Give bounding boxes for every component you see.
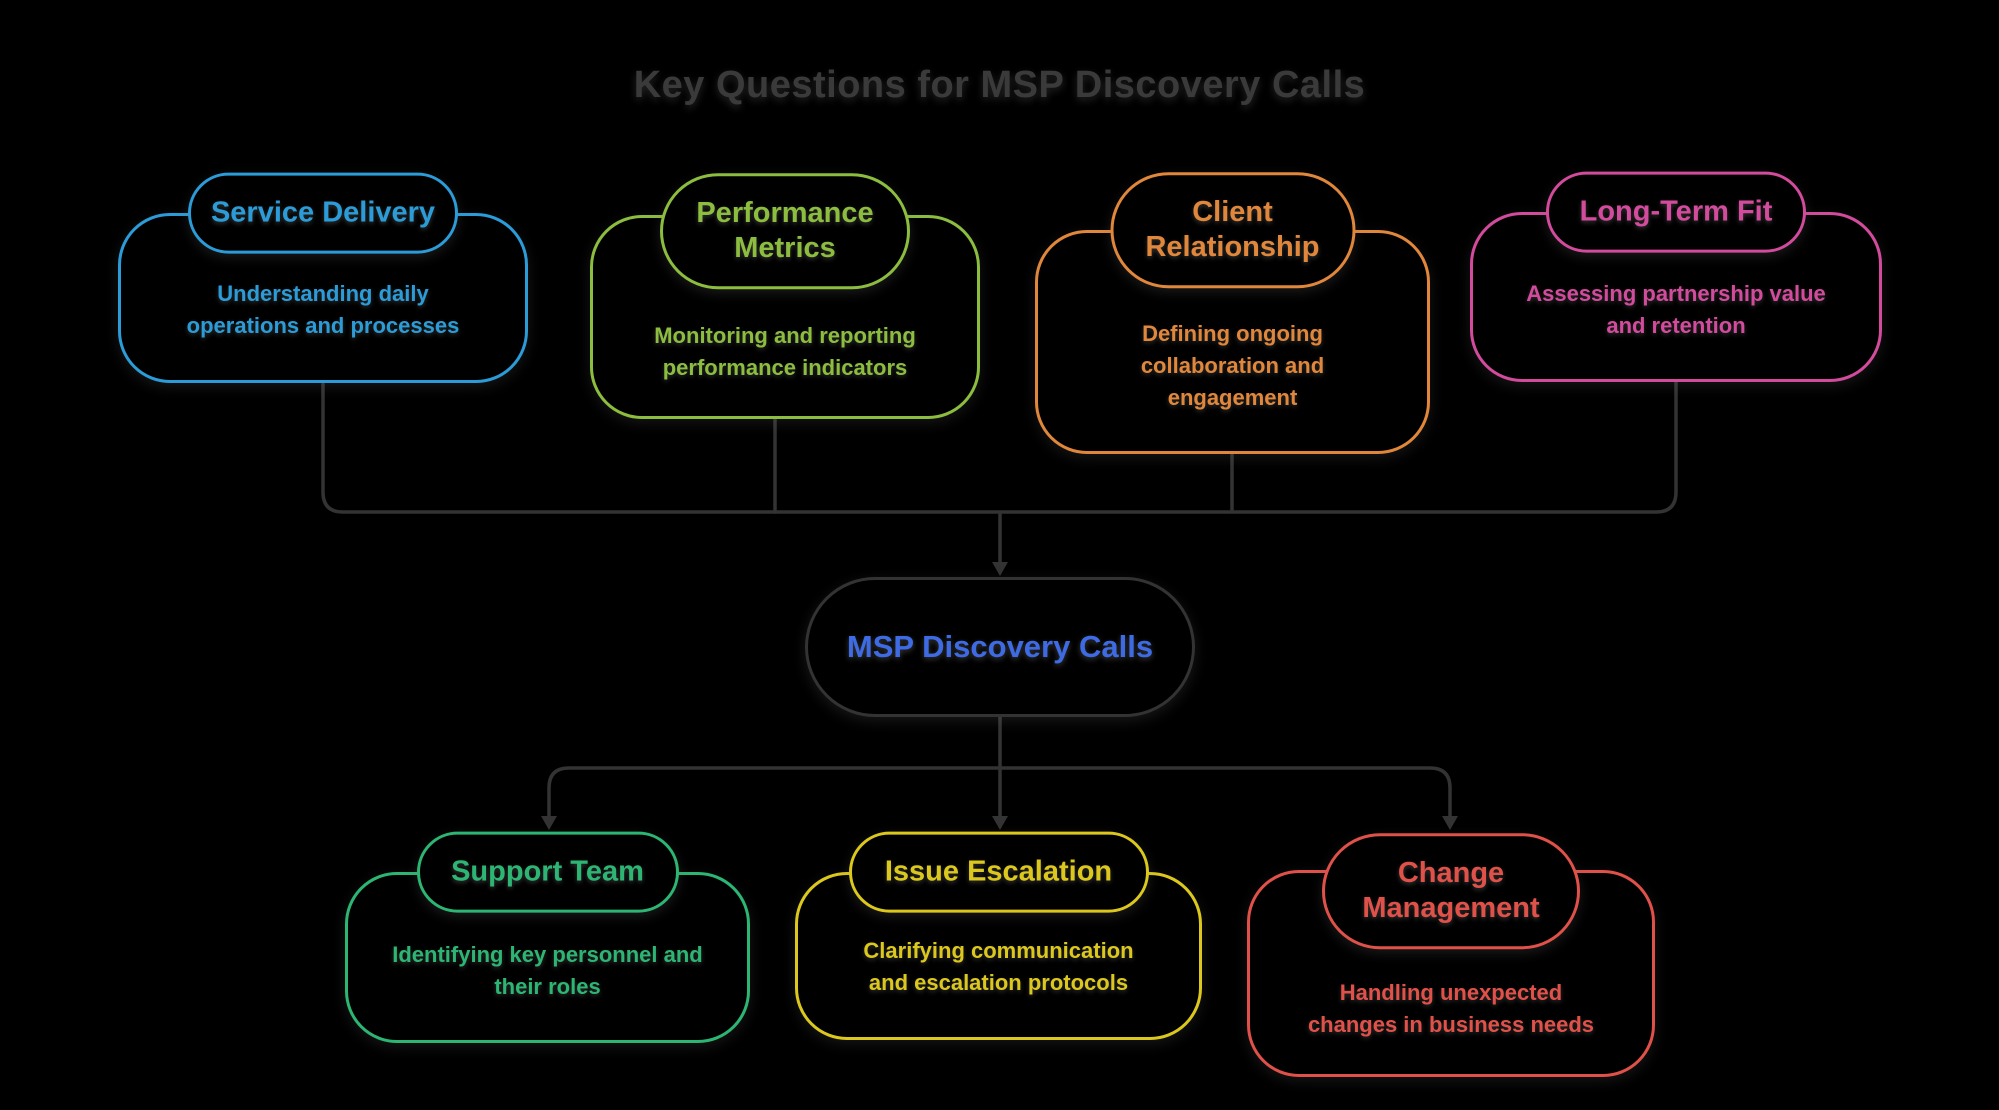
issue-escalation-label: Issue Escalation <box>848 831 1149 913</box>
node-support-team: Identifying key personnel and their role… <box>345 831 750 1043</box>
msp-discovery-calls-box: MSP Discovery Calls <box>805 577 1195 717</box>
arrowhead-issue-escalation <box>992 816 1008 830</box>
performance-metrics-description: Monitoring and reporting performance ind… <box>654 323 916 380</box>
arrowhead-center <box>992 562 1008 576</box>
arrowhead-support-team <box>541 816 557 830</box>
node-change-management: Handling unexpected changes in business … <box>1247 833 1655 1077</box>
change-management-description: Handling unexpected changes in business … <box>1307 979 1595 1037</box>
arrowhead-change-management <box>1442 816 1458 830</box>
node-msp-discovery-calls: MSP Discovery Calls <box>805 577 1195 717</box>
client-relationship-description: Defining ongoing collaboration and engag… <box>1140 321 1325 410</box>
edge-center-to-change-management <box>998 766 1452 818</box>
long-term-fit-label: Long-Term Fit <box>1546 171 1806 253</box>
support-team-label: Support Team <box>416 831 679 913</box>
client-relationship-label: Client Relationship <box>1110 172 1355 288</box>
node-service-delivery: Understanding daily operations and proce… <box>118 172 528 383</box>
support-team-description: Identifying key personnel and their role… <box>392 941 703 999</box>
client-relationship-box: Defining ongoing collaboration and engag… <box>1035 230 1430 454</box>
service-delivery-label: Service Delivery <box>188 172 458 254</box>
long-term-fit-description: Assessing partnership value and retentio… <box>1526 281 1826 338</box>
node-issue-escalation: Clarifying communication and escalation … <box>795 831 1202 1040</box>
performance-metrics-box: Monitoring and reporting performance ind… <box>590 215 980 419</box>
edge-top-bus <box>321 380 1678 514</box>
node-long-term-fit: Assessing partnership value and retentio… <box>1470 171 1882 382</box>
long-term-fit-box: Assessing partnership value and retentio… <box>1470 212 1882 382</box>
change-management-label: Change Management <box>1322 833 1580 949</box>
edge-center-to-support-team <box>547 766 1002 818</box>
service-delivery-description: Understanding daily operations and proce… <box>186 281 460 338</box>
node-performance-metrics: Monitoring and reporting performance ind… <box>590 173 980 419</box>
performance-metrics-label: Performance Metrics <box>660 173 910 289</box>
diagram-title: Key Questions for MSP Discovery Calls <box>633 64 1366 106</box>
node-client-relationship: Defining ongoing collaboration and engag… <box>1035 172 1430 454</box>
issue-escalation-box: Clarifying communication and escalation … <box>795 872 1202 1040</box>
issue-escalation-description: Clarifying communication and escalation … <box>863 938 1134 995</box>
